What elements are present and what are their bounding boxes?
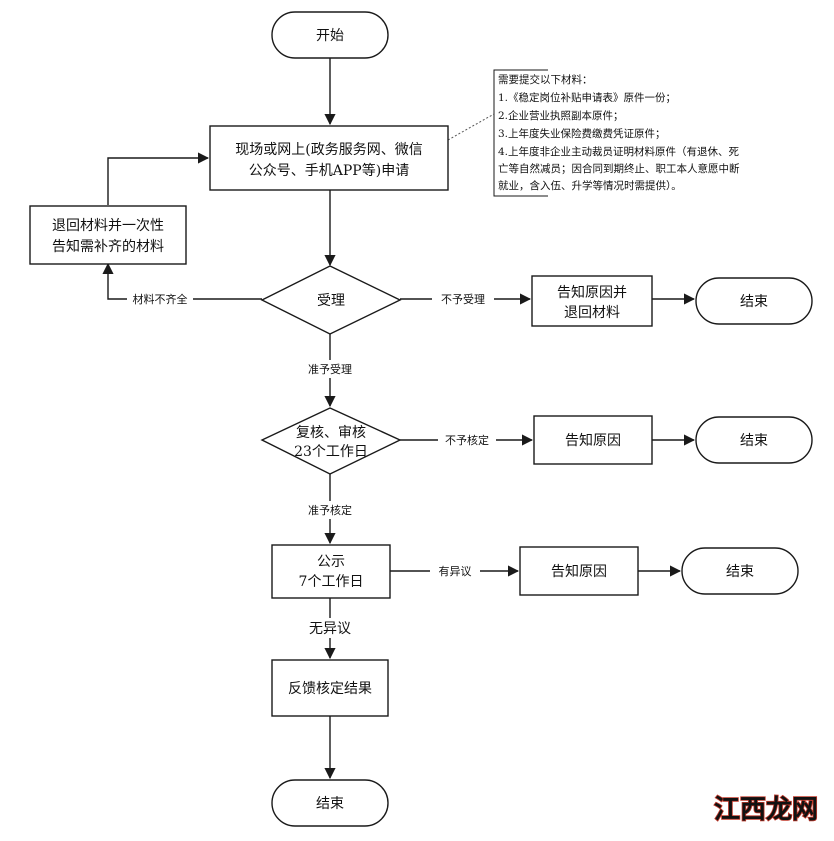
label-not-approve: 不予核定 [445,433,489,447]
note-line-3: 3.上年度失业保险费缴费凭证原件； [498,127,666,140]
note-line-2: 2.企业营业执照副本原件； [498,109,624,122]
label-no-objection: 无异议 [309,621,351,637]
note-line-4: 4.上年度非企业主动裁员证明材料原件（有退休、死 [498,145,740,158]
arrow-accept-to-return [102,262,262,300]
label-objection: 有异议 [439,564,472,578]
watermark-text: 江西龙网 [714,795,818,825]
edge-labels: 材料不齐全 不予受理 准予受理 不予核定 准予核定 有异议 无异议 [127,291,496,638]
node-reject2: 告知原因 [533,415,653,465]
note-line-5: 亡等自然减员；因合同到期终止、职工本人意愿中断 [498,162,740,175]
node-end-final: 结束 [271,779,389,827]
review-label-line2: 23个工作日 [294,444,368,460]
label-not-accept: 不予受理 [441,293,485,306]
node-return-materials: 退回材料并一次性 告知需补齐的材料 [29,205,187,265]
watermark: 江西龙网 [713,794,819,826]
feedback-label: 反馈核定结果 [288,681,372,697]
label-accept: 准予受理 [308,363,352,376]
note-line-1: 1.《稳定岗位补贴申请表》原件一份； [498,91,676,104]
reject3-label: 告知原因 [551,563,607,580]
node-reject3: 告知原因 [519,546,639,596]
label-incomplete: 材料不齐全 [133,292,188,306]
reject1-label-line1: 告知原因并 [557,284,627,301]
review-label-line1: 复核、审核 [296,424,366,441]
publicize-label-line2: 7个工作日 [299,574,364,590]
end1-label: 结束 [740,294,768,310]
node-feedback: 反馈核定结果 [271,659,389,717]
label-approve: 准予核定 [308,503,352,517]
note-title: 需要提交以下材料： [498,73,593,86]
node-end1: 结束 [695,277,813,325]
node-start: 开始 [271,11,389,59]
return-label-line1: 退回材料并一次性 [52,218,164,234]
node-apply: 现场或网上(政务服务网、微信 公众号、手机APP等)申请 [209,125,449,191]
end3-label: 结束 [726,564,754,580]
node-materials-note: 需要提交以下材料： 1.《稳定岗位补贴申请表》原件一份； 2.企业营业执照副本原… [493,69,740,197]
node-end2: 结束 [695,416,813,464]
arrow-return-to-apply [107,152,210,205]
node-review-decision: 复核、审核 23个工作日 [260,407,402,475]
accept-label: 受理 [317,293,345,309]
apply-label-line1: 现场或网上(政务服务网、微信 [235,142,422,158]
start-label: 开始 [316,28,344,44]
node-end3: 结束 [681,547,799,595]
reject1-label-line2: 退回材料 [564,305,620,321]
end2-label: 结束 [740,433,768,449]
return-label-line2: 告知需补齐的材料 [52,238,164,255]
end-final-label: 结束 [316,796,344,812]
apply-label-line2: 公众号、手机APP等)申请 [249,162,409,179]
note-connector [447,113,495,141]
node-reject1: 告知原因并 退回材料 [531,275,653,327]
node-publicize: 公示 7个工作日 [271,544,391,599]
publicize-label-line1: 公示 [317,554,345,570]
reject2-label: 告知原因 [565,432,621,449]
note-line-6: 就业，含入伍、升学等情况时需提供）。 [498,179,682,192]
node-accept-decision: 受理 [260,265,402,335]
